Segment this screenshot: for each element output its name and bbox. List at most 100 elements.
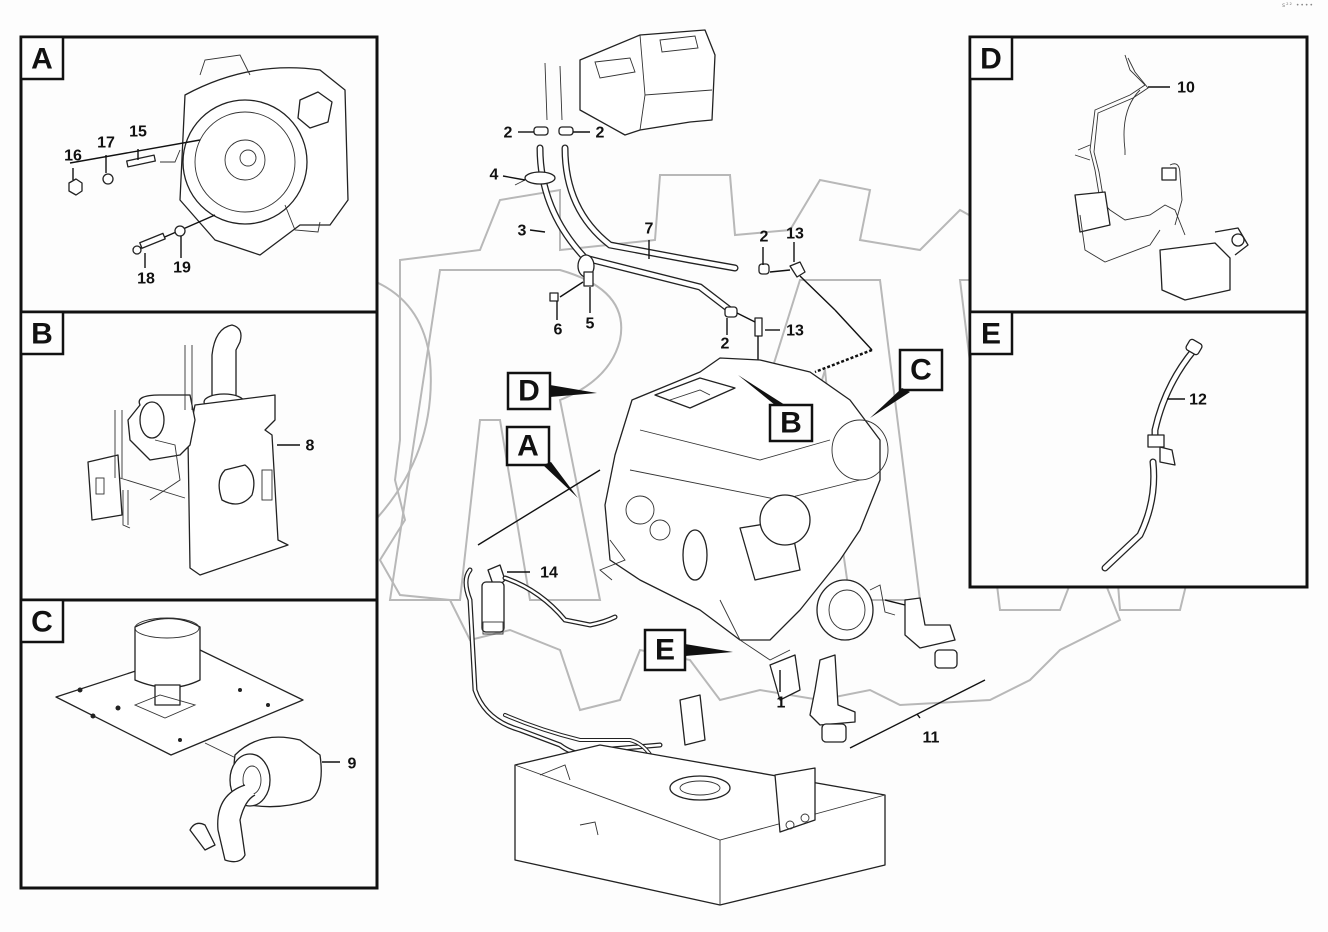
nut-16 [68,178,83,196]
main-view: D A B C E [463,29,986,906]
turbo-housing [831,419,889,481]
tag-a-main: A [505,425,578,498]
panel-d-tag-label: D [980,43,1002,76]
panel-c-tag [19,598,65,644]
stud-15 [126,154,156,168]
fuel-filter-14 [463,564,663,777]
tank-filler-ring [669,775,731,801]
callout-13-upper: 13 [786,226,804,243]
corner-watermark-mark: s²² •••• [1282,2,1314,9]
mount-rubber-rear [934,649,958,669]
callout-2-upper-right: 2 [596,125,605,142]
panel-b-tag-label: B [31,318,53,351]
callout-17: 17 [97,135,115,152]
tank-base [514,694,886,906]
clamp-2-upper-right [558,126,574,136]
tag-c-label: C [910,354,932,387]
tag-e-main: E [643,628,733,672]
hose-7 [561,144,739,272]
panel-b-tag [19,310,65,356]
engine-pulley-upper [759,494,811,546]
precleaner-cap [134,617,201,689]
tag-c-main: C [870,348,944,418]
bolt-6 [549,292,559,302]
bolt-18-head [132,245,142,255]
tube-bracket [1159,446,1176,466]
engine-mounts [809,584,958,743]
mount-bracket-rear [904,597,956,649]
washer-17 [102,173,114,185]
callout-8: 8 [306,438,315,455]
tag-b-label: B [780,407,802,440]
detail-panel-a: A 15 17 [19,35,379,314]
connector-13-lower [754,317,763,337]
precleaner-neck [154,684,181,706]
panel-a-tag-label: A [31,43,53,76]
tag-e-pointer [685,644,733,656]
panel-e-tag [968,310,1014,356]
fuel-filter-engine [682,529,708,581]
exhaust-stack [211,324,242,401]
callout-2-lower: 2 [721,336,730,353]
mount-rubber-front [821,723,847,743]
dipstick-tube [1101,338,1203,572]
tag-e-label: E [655,634,675,667]
detail-panel-b: B 8 [19,310,379,602]
callout-16: 16 [64,148,82,165]
callout-9: 9 [348,756,357,773]
sensor-connector [1161,167,1177,181]
wiring-harness [1074,54,1249,301]
callout-10: 10 [1177,80,1195,97]
flywheel-hub [224,139,266,181]
panel-e-tag-label: E [981,318,1001,351]
fuel-filter-canister [481,581,505,633]
clamp-2-lower [724,306,738,318]
assembly-dashed-line [814,348,873,374]
panel-d-frame [968,35,1309,314]
clamp-2-upper-left [533,126,549,136]
callout-14: 14 [540,565,558,582]
fastener-group-lower [132,214,216,255]
tag-b-main: B [738,375,814,443]
callout-1: 1 [777,695,786,712]
detail-panel-e: E 12 [968,310,1309,589]
panel-e-frame [968,310,1309,589]
watermark-letter-r [388,269,623,601]
tag-a-pointer [543,462,578,498]
clamp-bracket [583,271,594,287]
panel-c-tag-label: C [31,606,53,639]
bracket-left [87,454,123,521]
panel-d-tag [968,35,1014,81]
hose-clip-4 [524,171,556,185]
tag-c-pointer [870,388,910,418]
valve-cover [654,377,736,409]
tag-d-main: D [506,371,597,411]
reservoir-tank [1159,242,1231,301]
callout-12: 12 [1189,392,1207,409]
callout-6: 6 [554,322,563,339]
washer-19 [174,225,186,237]
tank-riser [679,694,706,746]
callout-19: 19 [173,260,191,277]
callout-4: 4 [490,167,499,184]
intake-elbow [217,784,256,863]
cooler-unit [544,29,716,136]
callout-13-lower: 13 [786,323,804,340]
callout-2-right: 2 [760,229,769,246]
detail-panel-d: D 10 [968,35,1309,314]
housing-port [297,91,333,129]
flywheel [182,99,308,225]
callout-15: 15 [129,124,147,141]
clamp-2-right [758,263,770,275]
engine [599,357,889,701]
callout-18: 18 [137,271,155,288]
air-cleaner-assembly [55,617,322,863]
tube-fitting [1147,434,1165,448]
exhaust-assembly [87,324,289,576]
harness-connector-block [1074,191,1111,233]
callout-2-upper-left: 2 [504,125,513,142]
connector-13-upper [789,261,806,278]
fastener-group-upper [68,139,201,196]
callout-3: 3 [518,223,527,240]
